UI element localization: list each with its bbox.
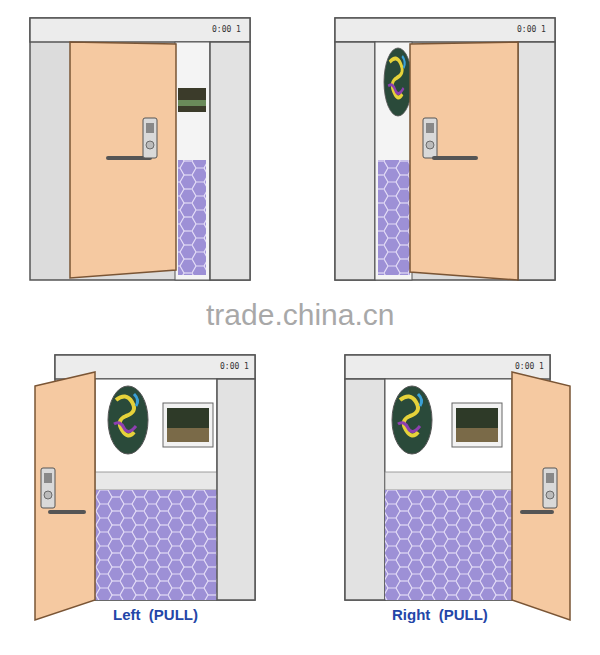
door-panel bbox=[345, 355, 570, 620]
door-panel bbox=[30, 18, 250, 280]
room-number: 0:00 1 bbox=[517, 25, 546, 34]
room-number: 0:00 1 bbox=[515, 362, 544, 371]
direction-caption: Left (PULL) bbox=[113, 606, 198, 623]
room-number: 0:00 1 bbox=[212, 25, 241, 34]
door-panel bbox=[335, 18, 555, 280]
door-panel bbox=[35, 355, 255, 620]
direction-caption: Right (PULL) bbox=[392, 606, 488, 623]
room-number: 0:00 1 bbox=[220, 362, 249, 371]
watermark: trade.china.cn bbox=[206, 298, 394, 332]
